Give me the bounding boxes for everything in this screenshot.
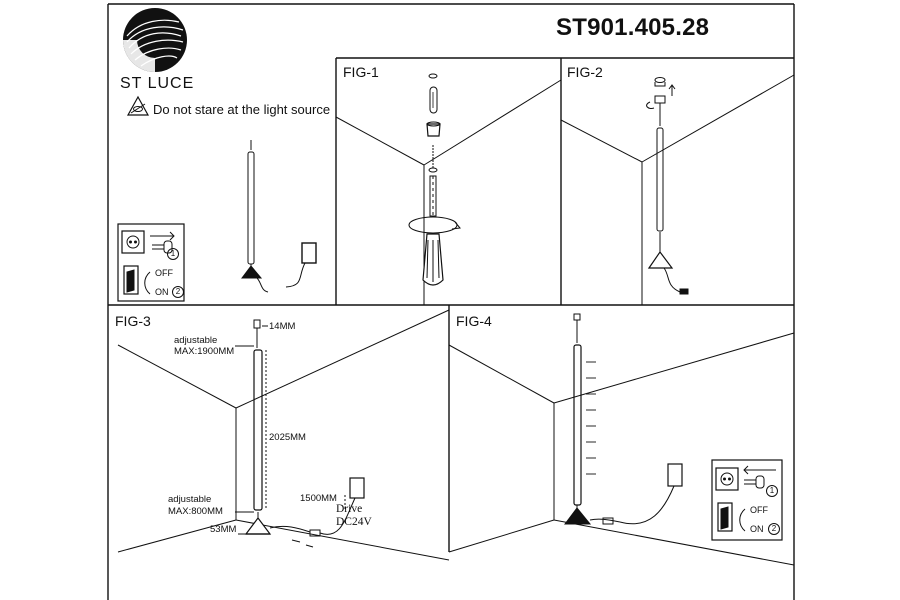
- fig4-fixture: [564, 313, 683, 525]
- fig4-switch-off-label: OFF: [750, 505, 768, 515]
- fig4-switch-box: [711, 459, 783, 541]
- fig1-room: [335, 79, 562, 305]
- top-adjust-label: adjustable: [174, 335, 218, 346]
- fig1-label: FIG-1: [343, 64, 379, 80]
- bottom-max-label: MAX:800MM: [168, 506, 223, 517]
- driver-voltage: DC24V: [336, 516, 372, 528]
- switch-on-label: ON: [155, 287, 169, 297]
- eye-warning-icon: [126, 95, 150, 116]
- fig3-room: [117, 309, 450, 561]
- model-number: ST901.405.28: [556, 14, 710, 41]
- step-two-marker: 2: [170, 286, 184, 298]
- top-max-label: MAX:1900MM: [174, 346, 235, 357]
- fig2-label: FIG-2: [567, 64, 603, 80]
- socket-icon: [121, 230, 145, 254]
- socket-icon: [715, 467, 739, 491]
- plug-icon: [743, 465, 776, 489]
- fig4-label: FIG-4: [456, 313, 492, 329]
- rocker-switch-icon: [123, 265, 139, 295]
- brand-name: ST LUCE: [120, 75, 195, 92]
- fig4-room: [448, 332, 795, 566]
- step-one-marker: 1: [165, 248, 179, 260]
- fig2-room: [560, 74, 795, 305]
- fig4-switch-on-label: ON: [750, 524, 764, 534]
- warning-text: Do not stare at the light source: [153, 102, 331, 117]
- fig2-fixture: [646, 77, 689, 295]
- fig1-mounting-parts: [408, 73, 461, 286]
- top-cap-dimension: 14MM: [269, 321, 296, 332]
- fixture-length-dimension: 2025MM: [269, 432, 306, 443]
- base-height-dimension: 53MM: [210, 524, 237, 535]
- rotate-arrow-icon: [144, 271, 151, 295]
- rotate-arrow-icon: [739, 508, 746, 532]
- switch-instruction-box: [117, 223, 185, 302]
- fig3-fixture: [235, 319, 365, 548]
- fig4-step-two-marker: 2: [766, 523, 780, 535]
- st-luce-logo-icon: [123, 8, 187, 72]
- cable-length-dimension: 1500MM: [300, 493, 337, 504]
- fig4-step-one-marker: 1: [764, 485, 778, 497]
- driver-label: Drive: [336, 503, 363, 515]
- plug-icon: [150, 231, 175, 254]
- rocker-switch-icon: [717, 502, 733, 532]
- switch-off-label: OFF: [155, 268, 173, 278]
- bottom-adjust-label: adjustable: [168, 494, 212, 505]
- panel-frame: [107, 3, 795, 600]
- light-rays: [586, 361, 596, 475]
- fig3-label: FIG-3: [115, 313, 151, 329]
- product-sketch: [241, 140, 317, 293]
